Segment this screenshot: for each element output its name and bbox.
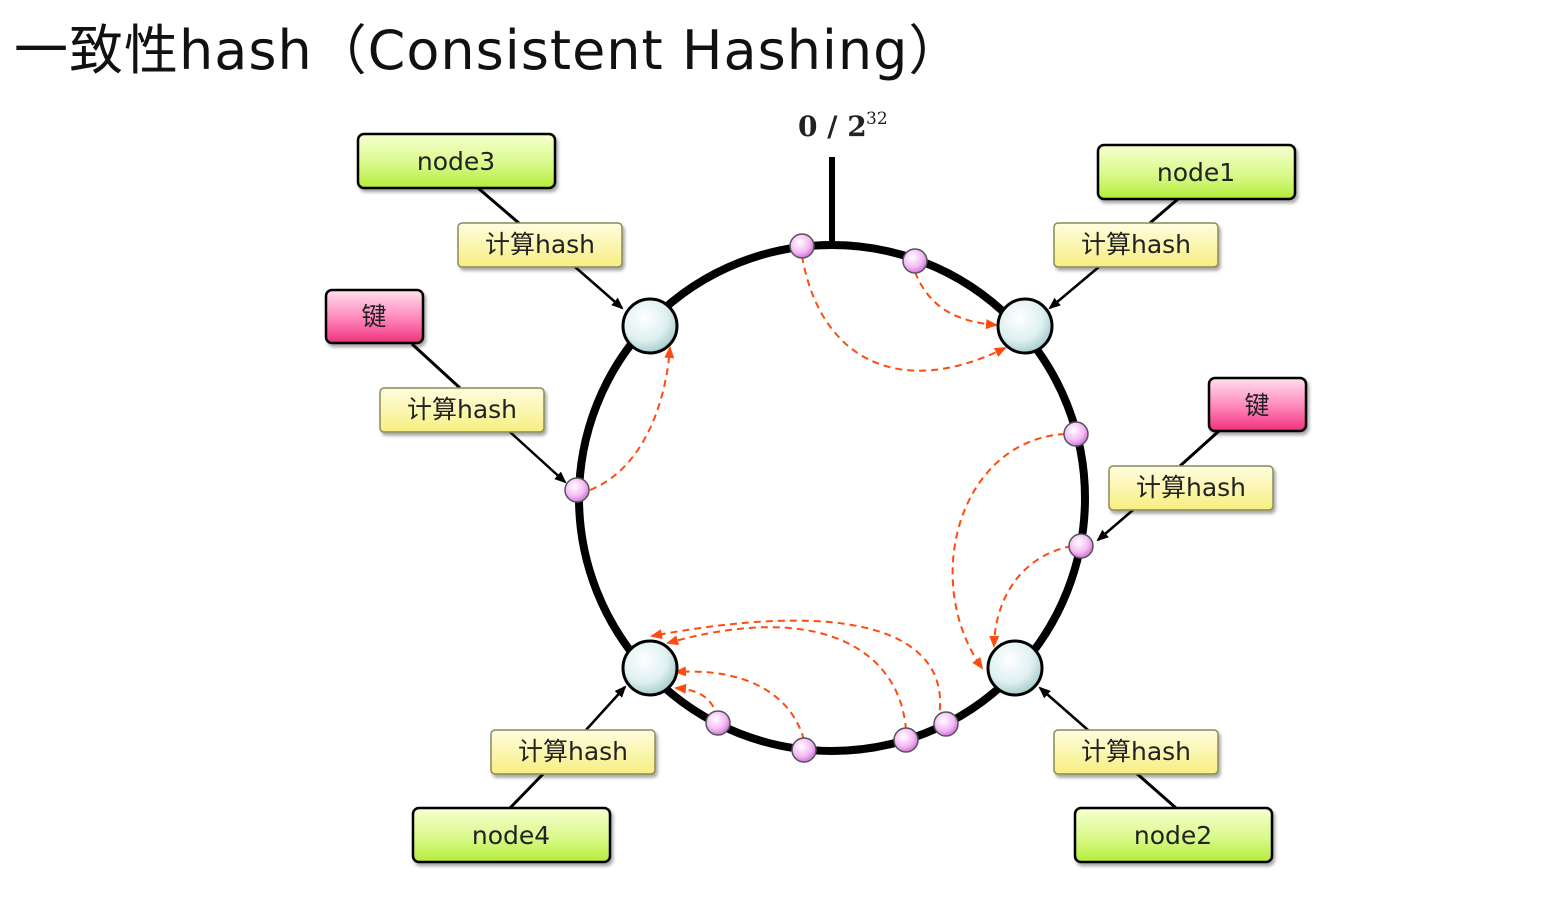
node-box-node4: node4 [411,806,612,864]
ring-node1-circle [996,297,1054,355]
node-box-node3: node3 [356,132,557,190]
ring-key-point [1068,533,1094,559]
hash-box-key-right: 计算hash [1108,465,1274,511]
key-to-node4-arrow-b [666,626,907,731]
ring-key-point [1063,421,1089,447]
arrow-key-left-to-ring [509,431,567,484]
key-to-node1-arrow-b [914,271,998,330]
arrow-node2-to-ring [1038,686,1089,731]
key-to-node3-arrow [589,346,675,491]
connector-node4-hash [508,770,547,810]
ring-key-point [564,477,590,503]
hash-box-node1: 计算hash [1053,222,1219,268]
node1-label: node1 [1157,158,1235,187]
connector-key-left-hash [410,342,462,390]
connector-node1-hash [1149,197,1179,225]
connector-key-right-hash [1178,428,1222,468]
ring-key-point [933,711,959,737]
hash-box-key-left: 计算hash [379,387,545,433]
zero-axis-exponent: 32 [866,109,888,129]
zero-axis-label: 0 / 2 [798,110,867,143]
hash-label: 计算hash [407,395,517,424]
node2-label: node2 [1134,821,1212,850]
arrow-node1-to-ring [1048,265,1101,310]
ring-node4-circle [621,639,679,697]
ring-node2-circle [986,639,1044,697]
node4-label: node4 [472,821,550,850]
hash-label: 计算hash [518,737,628,766]
key-to-node1-arrow-a [801,255,1007,372]
arrow-node3-to-ring [573,265,624,310]
page-title: 一致性hash（Consistent Hashing） [14,19,964,82]
arrow-key-right-to-ring [1096,509,1134,542]
key-left-label: 键 [361,302,386,331]
hash-box-node2: 计算hash [1053,729,1219,775]
arrow-node4-to-ring [585,685,627,731]
connector-node2-hash [1134,770,1177,810]
ring-key-point [902,248,928,274]
ring-key-point [705,710,731,736]
key-right-label: 键 [1244,391,1269,420]
hash-box-node3: 计算hash [457,222,623,268]
node-box-node1: node1 [1096,143,1297,201]
hash-box-node4: 计算hash [490,729,656,775]
ring-node3-circle [621,297,679,355]
key-to-node4-arrow-c [674,666,805,741]
hash-label: 计算hash [1081,737,1191,766]
ring-key-point [893,727,919,753]
ring-key-point [789,233,815,259]
key-box-left: 键 [324,288,425,345]
connector-node3-hash [477,186,521,226]
key-to-node4-arrow-a [650,619,942,723]
hash-label: 计算hash [1136,473,1246,502]
node3-label: node3 [417,147,495,176]
ring-key-point [791,737,817,763]
key-box-right: 键 [1207,376,1308,433]
key-to-node2-arrow-b [989,545,1073,648]
hash-label: 计算hash [1081,230,1191,259]
key-to-node2-arrow-a [951,433,1066,670]
node-box-node2: node2 [1073,806,1274,864]
hash-label: 计算hash [485,230,595,259]
